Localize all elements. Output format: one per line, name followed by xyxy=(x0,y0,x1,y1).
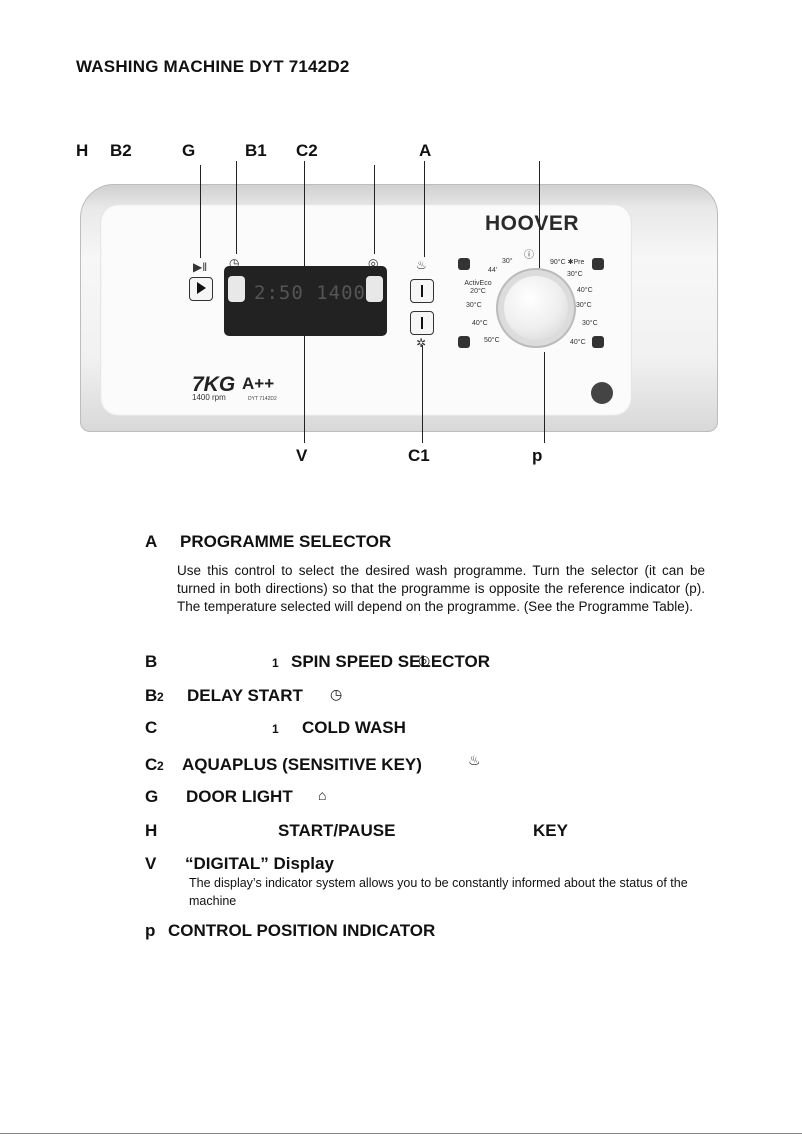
rpm-label: 1400 rpm xyxy=(192,393,226,402)
dial-label: 40°C xyxy=(472,320,488,327)
legend-title-b2: DELAY START xyxy=(187,686,303,705)
legend-desc-v: The display’s indicator system allows yo… xyxy=(189,876,688,908)
cold-wash-button[interactable] xyxy=(410,311,434,335)
label-g: G xyxy=(182,141,196,160)
legend-letter-g: G xyxy=(145,787,159,806)
legend-title-c1: COLD WASH xyxy=(302,718,406,737)
dial-label: 50°C xyxy=(484,337,500,344)
leader-line-dial xyxy=(539,161,540,311)
dial-label: 30°C xyxy=(576,302,592,309)
leader-line-p xyxy=(544,352,545,443)
label-a: A xyxy=(419,141,432,160)
delicate-programme-icon xyxy=(592,336,604,348)
leader-line-c1 xyxy=(422,345,423,443)
legend-title-a: PROGRAMME SELECTOR xyxy=(180,532,392,551)
aquaplus-legend-icon: ♨ xyxy=(468,752,481,768)
document-title: WASHING MACHINE DYT 7142D2 xyxy=(76,57,350,76)
synthetic-programme-icon xyxy=(458,336,470,348)
legend-letter-v: V xyxy=(145,854,157,873)
spin-speed-key[interactable] xyxy=(366,276,383,302)
legend-sub-b1: 1 xyxy=(272,656,279,670)
legend-desc-a: Use this control to select the desired w… xyxy=(177,563,705,614)
dial-label: ActivEco 20°C xyxy=(464,280,492,295)
hoover-logo-icon xyxy=(591,382,613,404)
programme-selector-dial[interactable] xyxy=(504,276,568,340)
legend-sub-b2: 2 xyxy=(157,690,164,704)
label-p: p xyxy=(532,446,543,465)
dial-label: 30°C xyxy=(466,302,482,309)
model-code-label: DYT 7142D2 xyxy=(248,396,277,402)
brand-logo: HOOVER xyxy=(485,212,580,235)
legend-title-v: “DIGITAL” Display xyxy=(185,854,334,873)
dial-label: 30°C xyxy=(567,271,583,278)
legend-title-c2: AQUAPLUS (SENSITIVE KEY) xyxy=(182,755,422,774)
leader-line-b1 xyxy=(374,165,375,254)
page-bottom-rule xyxy=(0,1133,802,1134)
label-b2: B2 xyxy=(110,141,132,160)
legend-title-b1: SPIN SPEED SELECTOR xyxy=(291,652,491,671)
legend-sub-c2: 2 xyxy=(157,759,164,773)
capacity-label: 7KG xyxy=(192,373,236,396)
leader-line-b2 xyxy=(236,161,237,254)
play-icon xyxy=(197,282,206,294)
play-pause-icon: ▶‖ xyxy=(193,260,208,274)
legend-letter-h: H xyxy=(145,821,158,840)
mix-programme-icon xyxy=(592,258,604,270)
legend-letter-c2: C xyxy=(145,755,158,774)
label-h: H xyxy=(76,141,89,160)
legend-letter-c1: C xyxy=(145,718,158,737)
energy-class-label: A++ xyxy=(242,374,275,393)
label-c1: C1 xyxy=(408,446,430,465)
digital-display xyxy=(224,266,387,336)
snowflake-icon: ✲ xyxy=(416,336,427,350)
label-c2: C2 xyxy=(296,141,318,160)
dial-label: 44' xyxy=(488,267,498,274)
dial-label: 40°C xyxy=(577,287,593,294)
legend-title-g: DOOR LIGHT xyxy=(186,787,293,806)
aquaplus-button[interactable] xyxy=(410,279,434,303)
display-readout: 2:50 1400 xyxy=(254,282,366,304)
rapid-programme-icon xyxy=(458,258,470,270)
legend-letter-b2: B xyxy=(145,686,158,705)
spin-speed-icon: ◎ xyxy=(418,652,431,668)
legend-letter-p: p xyxy=(145,921,156,940)
button-bar xyxy=(421,285,423,297)
power-off-icon: ⓘ xyxy=(524,250,534,261)
door-light-icon: ⌂ xyxy=(318,787,327,803)
legend-suffix-h: KEY xyxy=(533,821,568,840)
spin-icon: ◎ xyxy=(368,256,379,270)
legend-title-h: START/PAUSE xyxy=(278,821,396,840)
legend-letter-a: A xyxy=(145,532,158,551)
legend-sub-c1: 1 xyxy=(272,722,279,736)
label-v: V xyxy=(296,446,308,465)
button-bar xyxy=(421,317,423,329)
legend-letter-b1: B xyxy=(145,652,158,671)
dial-label: 40°C xyxy=(570,339,586,346)
clock-icon: ◷ xyxy=(229,256,240,270)
delay-start-icon: ◷ xyxy=(330,686,343,702)
dial-label: 90°C ✱Pre xyxy=(550,259,585,266)
delay-start-key[interactable] xyxy=(228,276,245,302)
label-b1: B1 xyxy=(245,141,267,160)
start-pause-button[interactable] xyxy=(189,277,213,301)
leader-line-a xyxy=(424,161,425,257)
dial-label: 30° xyxy=(502,258,513,265)
dial-label: 30°C xyxy=(582,320,598,327)
aquaplus-icon: ♨ xyxy=(416,258,427,272)
leader-line-h xyxy=(200,165,201,258)
legend-title-p: CONTROL POSITION INDICATOR xyxy=(168,921,436,940)
